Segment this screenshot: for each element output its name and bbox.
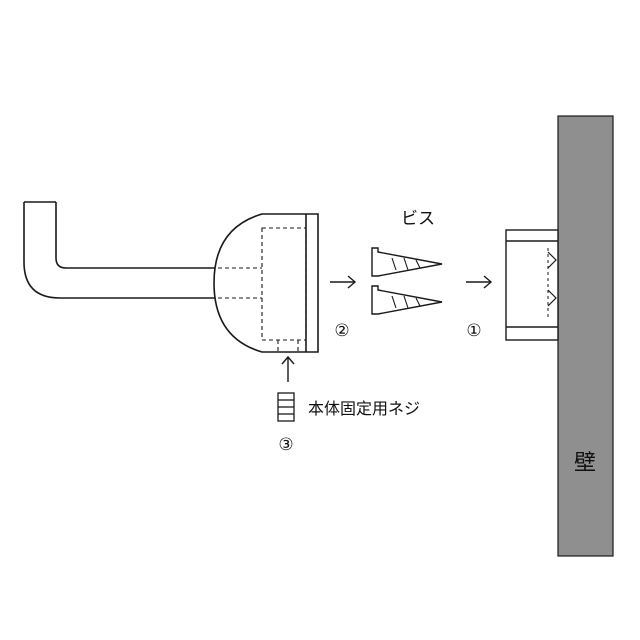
screws-label: ビス — [401, 209, 435, 229]
arrow-to-screws — [330, 275, 357, 289]
body-screw-icon — [277, 392, 295, 422]
arrow-to-base — [466, 275, 493, 289]
wall-label: 壁 — [574, 451, 596, 476]
arrow-up-to-head — [281, 355, 295, 382]
wall-base-plate — [505, 229, 559, 341]
screw-top — [371, 247, 443, 277]
step-2-label: ② — [334, 321, 349, 341]
body-screw-label: 本体固定用ネジ — [308, 399, 420, 418]
hook-arm — [23, 201, 222, 299]
step-1-label: ① — [466, 321, 481, 341]
screw-bottom — [371, 285, 443, 315]
hook-head — [213, 213, 319, 353]
step-3-label: ③ — [278, 435, 293, 455]
wall: 壁 — [557, 115, 614, 557]
